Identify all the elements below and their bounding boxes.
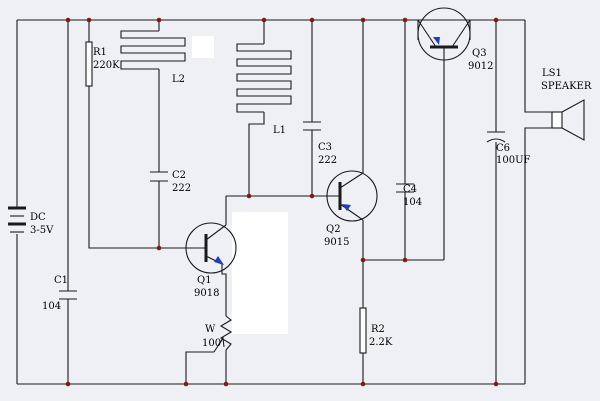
label-dc-value: 3-5V [30, 225, 54, 236]
component-labels: R1 220K L2 L1 C2 222 C3 222 Q3 9012 LS1 … [30, 47, 592, 349]
label-dc-ref: DC [30, 212, 46, 223]
label-q3-ref: Q3 [472, 48, 487, 59]
label-q2-value: 9015 [324, 237, 349, 248]
label-c4-ref: C4 [403, 184, 417, 195]
label-blank-area-2 [192, 36, 214, 58]
resistor-r1 [85, 41, 93, 87]
wires [16, 19, 552, 385]
transistor-q3 [417, 7, 471, 61]
label-c3-value: 222 [318, 155, 337, 166]
potentiometer-w [213, 315, 233, 353]
label-c4-value: 104 [403, 197, 422, 208]
label-ls1-ref: LS1 [542, 68, 562, 79]
resistor-r2 [359, 307, 367, 354]
label-r2-value: 2.2K [369, 337, 393, 348]
transistor-q2 [326, 170, 378, 222]
speaker-icon [551, 99, 585, 141]
capacitor-c3 [303, 121, 321, 131]
label-w-value: 100 [202, 338, 221, 349]
capacitor-c2 [150, 171, 168, 182]
capacitor-c1 [59, 290, 77, 300]
capacitor-c6 [486, 131, 506, 143]
label-w-ref: W [205, 324, 216, 335]
coil-l1 [236, 43, 292, 113]
battery-dc [8, 206, 26, 233]
label-q2-ref: Q2 [326, 224, 341, 235]
label-r1-ref: R1 [93, 47, 107, 58]
label-r1-value: 220K [93, 60, 120, 71]
label-c2-ref: C2 [172, 170, 186, 181]
label-r2-ref: R2 [371, 324, 385, 335]
label-blank-area [232, 212, 288, 334]
label-c1-value: 104 [42, 301, 61, 312]
capacitor-c4 [396, 183, 414, 193]
label-q1-value: 9018 [194, 288, 219, 299]
label-c6-ref: C6 [496, 143, 510, 154]
label-c6-value: 100UF [496, 155, 531, 166]
label-c2-value: 222 [172, 183, 191, 194]
label-c1-ref: C1 [54, 275, 68, 286]
coil-l2 [120, 30, 186, 70]
label-c3-ref: C3 [318, 142, 332, 153]
junction-dots [65, 17, 499, 387]
label-ls1-value: SPEAKER [541, 81, 592, 92]
label-l1-ref: L1 [273, 125, 286, 136]
label-l2-ref: L2 [172, 74, 185, 85]
label-q3-value: 9012 [468, 61, 493, 72]
transistor-q1 [185, 222, 237, 274]
label-q1-ref: Q1 [197, 275, 212, 286]
